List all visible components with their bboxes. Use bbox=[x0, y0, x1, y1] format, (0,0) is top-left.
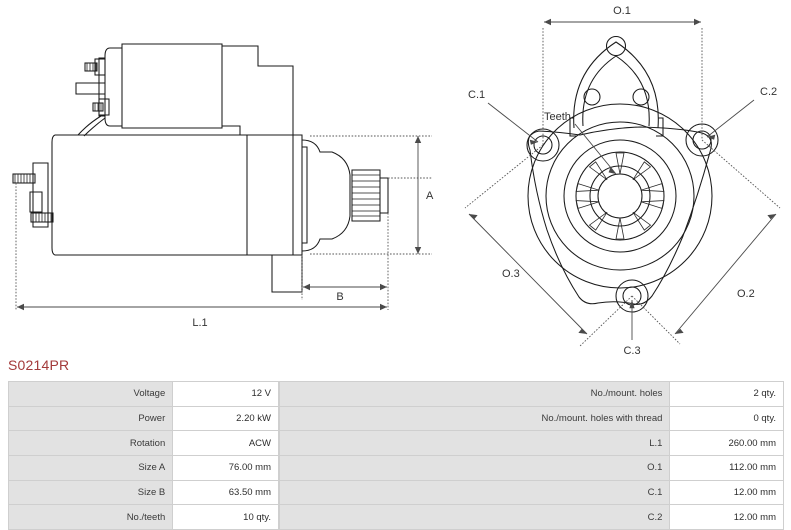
spec-value: ACW bbox=[172, 430, 279, 456]
dimension-label-o3: O.3 bbox=[502, 268, 520, 280]
annotation-label-teeth: Teeth bbox=[544, 111, 571, 123]
specifications-area: Voltage 12 V Power 2.20 kW Rotation ACW … bbox=[0, 381, 791, 530]
spec-value: 12.00 mm bbox=[669, 479, 784, 506]
table-row: C.2 12.00 mm bbox=[278, 504, 784, 530]
spec-label: Rotation bbox=[7, 430, 174, 456]
spec-label: O.1 bbox=[278, 454, 671, 481]
spec-value: 2.20 kW bbox=[172, 405, 279, 432]
specs-table-left: Voltage 12 V Power 2.20 kW Rotation ACW … bbox=[7, 381, 279, 530]
table-row: Voltage 12 V bbox=[7, 381, 279, 407]
part-number: S0214PR bbox=[8, 357, 70, 373]
spec-value: 112.00 mm bbox=[669, 454, 784, 481]
spec-label: L.1 bbox=[278, 430, 671, 456]
dimension-label-c1: C.1 bbox=[468, 89, 485, 101]
spec-value: 2 qty. bbox=[669, 381, 784, 407]
specs-table-left-body: Voltage 12 V Power 2.20 kW Rotation ACW … bbox=[7, 381, 279, 530]
table-row: O.1 112.00 mm bbox=[278, 454, 784, 481]
spec-value: 63.50 mm bbox=[172, 479, 279, 506]
spec-value: 76.00 mm bbox=[172, 454, 279, 481]
dimension-label-o1: O.1 bbox=[613, 5, 631, 17]
table-row: C.1 12.00 mm bbox=[278, 479, 784, 506]
dimension-label-c3: C.3 bbox=[623, 345, 640, 356]
spec-label: C.1 bbox=[278, 479, 671, 506]
spec-value: 0 qty. bbox=[669, 405, 784, 432]
table-row: Size B 63.50 mm bbox=[7, 479, 279, 506]
spec-label: No./teeth bbox=[7, 504, 174, 530]
dimension-label-c2: C.2 bbox=[760, 86, 777, 98]
spec-label: Size A bbox=[7, 454, 174, 481]
spec-label: Size B bbox=[7, 479, 174, 506]
table-row: Size A 76.00 mm bbox=[7, 454, 279, 481]
starter-motor-mounting-front-view: O.1 O.3 O.2 bbox=[440, 0, 791, 356]
spec-label: No./mount. holes with thread bbox=[278, 405, 671, 432]
specs-table-right: No./mount. holes 2 qty. No./mount. holes… bbox=[278, 381, 784, 530]
spec-label: Power bbox=[7, 405, 174, 432]
spec-value: 260.00 mm bbox=[669, 430, 784, 456]
table-row: Power 2.20 kW bbox=[7, 405, 279, 432]
starter-motor-side-view: A B L.1 bbox=[0, 0, 440, 356]
spec-label: Voltage bbox=[7, 381, 174, 407]
dimension-label-b: B bbox=[336, 291, 343, 303]
table-row: L.1 260.00 mm bbox=[278, 430, 784, 456]
spec-label: C.2 bbox=[278, 504, 671, 530]
dimension-label-a: A bbox=[426, 190, 434, 202]
specs-table-right-body: No./mount. holes 2 qty. No./mount. holes… bbox=[278, 381, 784, 530]
table-row: No./mount. holes 2 qty. bbox=[278, 381, 784, 407]
table-row: No./teeth 10 qty. bbox=[7, 504, 279, 530]
spec-value: 12.00 mm bbox=[669, 504, 784, 530]
table-row: Rotation ACW bbox=[7, 430, 279, 456]
spec-value: 10 qty. bbox=[172, 504, 279, 530]
spec-value: 12 V bbox=[172, 381, 279, 407]
technical-drawings: A B L.1 bbox=[0, 0, 791, 356]
dimension-label-l1: L.1 bbox=[192, 317, 207, 329]
table-row: No./mount. holes with thread 0 qty. bbox=[278, 405, 784, 432]
spec-label: No./mount. holes bbox=[278, 381, 671, 407]
dimension-label-o2: O.2 bbox=[737, 288, 755, 300]
